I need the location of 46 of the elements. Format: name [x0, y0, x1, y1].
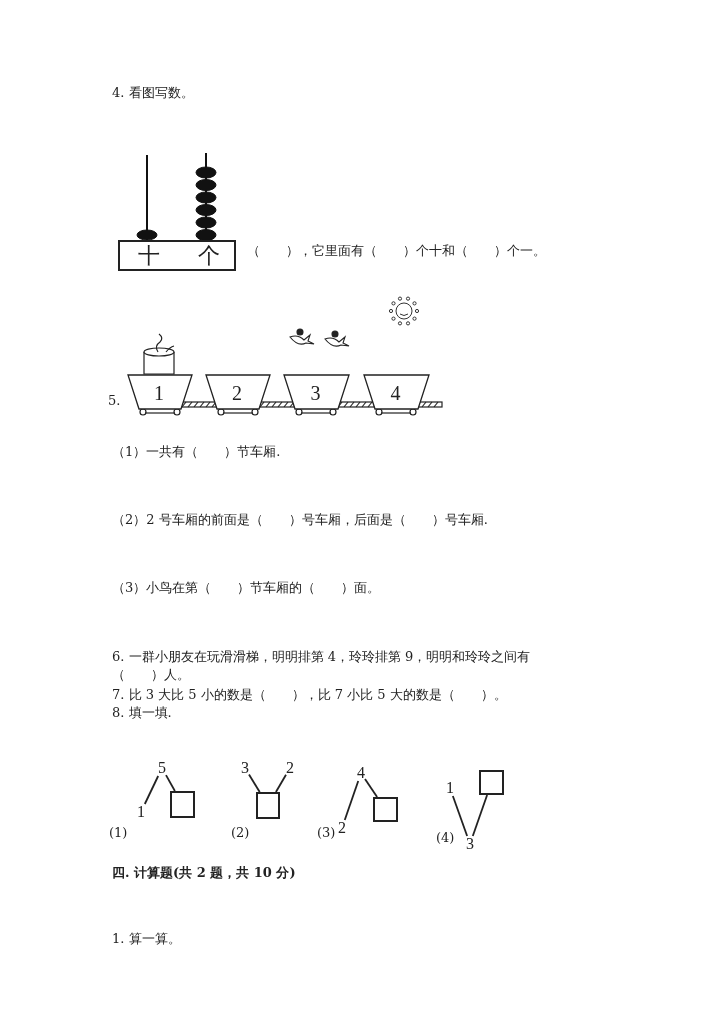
connector-line — [364, 778, 378, 798]
number: 3 — [466, 836, 474, 852]
answer-sentence: （ ），它里面有（ ）个十和（ ）个一。 — [247, 242, 546, 260]
item-number: (1) — [109, 824, 128, 842]
connector-line — [471, 794, 489, 837]
question-text: 6. 一群小朋友在玩滑滑梯，明明排第 4，玲玲排第 9，明明和玲玲之间有（ ）人。 — [112, 648, 532, 684]
number: 2 — [286, 760, 294, 776]
train-car — [363, 374, 430, 410]
question-text: 7. 比 3 大比 5 小的数是（ ），比 7 小比 5 大的数是（ ）。 — [112, 686, 507, 704]
item-number: (2) — [231, 824, 250, 842]
sub-question-text: （1）一共有（ ）节车厢. — [112, 443, 281, 461]
train-car — [127, 374, 193, 410]
car-number: 2 — [232, 383, 242, 403]
connector-line — [143, 775, 160, 805]
place-label: 十 — [138, 243, 160, 269]
number: 5 — [158, 760, 166, 776]
item-number: (4) — [436, 829, 455, 847]
sub-question-text: （2）2 号车厢的前面是（ ）号车厢，后面是（ ）号车厢. — [112, 511, 488, 529]
place-label: 个 — [198, 243, 220, 269]
number: 1 — [137, 804, 145, 820]
question-text: 8. 填一填. — [112, 704, 172, 722]
car-number: 4 — [390, 383, 401, 403]
answer-box — [373, 797, 398, 822]
answer-box — [256, 792, 280, 819]
number: 1 — [446, 780, 454, 796]
train-car — [205, 374, 271, 410]
question-number: 5. — [108, 392, 121, 410]
abacus-frame — [118, 240, 236, 271]
car-number: 1 — [154, 383, 164, 403]
number: 4 — [357, 765, 365, 781]
answer-box — [170, 791, 195, 818]
connector-line — [248, 773, 261, 793]
connector-line — [275, 773, 287, 793]
car-number: 3 — [310, 383, 321, 403]
connector-line — [451, 795, 469, 837]
connector-line — [165, 774, 176, 792]
train-car — [283, 374, 350, 410]
question-text: 4. 看图写数。 — [112, 84, 194, 102]
section-heading: 四. 计算题(共 2 题，共 10 分) — [112, 864, 296, 882]
question-text: 1. 算一算。 — [112, 930, 181, 948]
answer-box — [479, 770, 504, 795]
number: 3 — [241, 760, 249, 776]
connector-line — [343, 780, 360, 821]
number: 2 — [338, 820, 346, 836]
item-number: (3) — [317, 824, 336, 842]
sub-question-text: （3）小鸟在第（ ）节车厢的（ ）面。 — [112, 579, 381, 597]
